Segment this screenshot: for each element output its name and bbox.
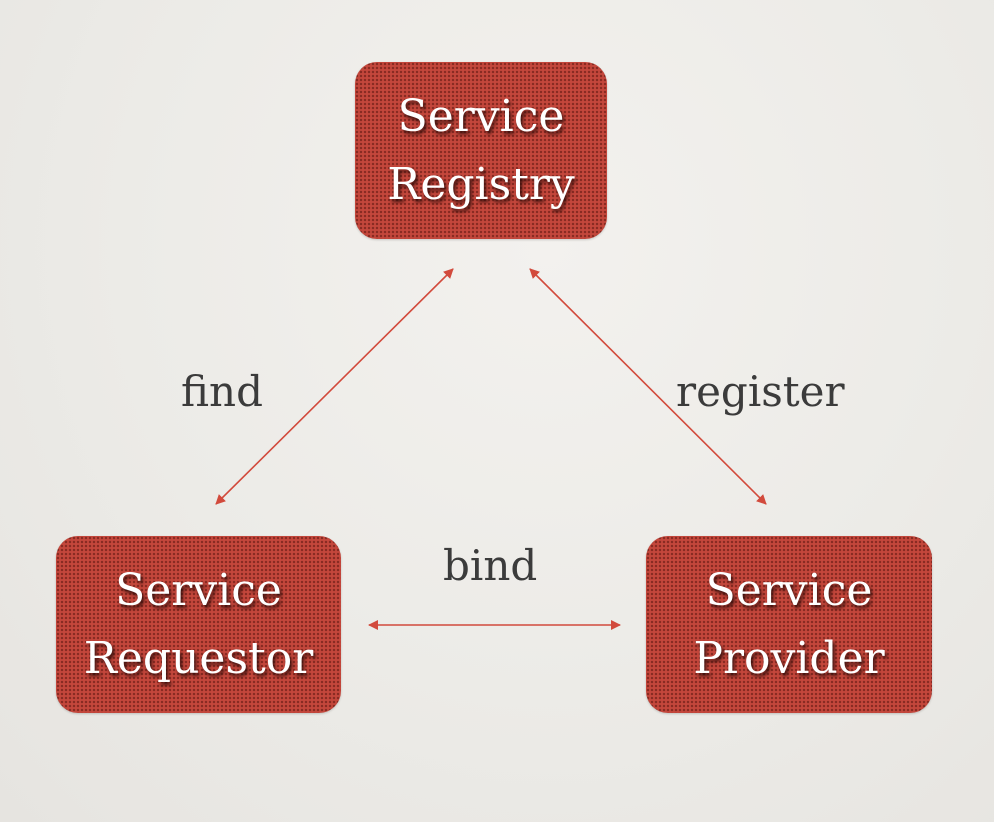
register-label: register	[676, 367, 845, 416]
bind-label: bind	[443, 541, 538, 590]
service-provider-line2: Provider	[693, 632, 885, 684]
find-arrow	[215, 268, 454, 505]
find-label: find	[181, 367, 263, 416]
service-registry-line2: Registry	[387, 158, 575, 210]
register-arrow	[529, 268, 767, 505]
service-registry-line1: Service	[397, 90, 565, 142]
service-provider-node: Service Provider	[646, 536, 932, 713]
service-registry-node: Service Registry	[355, 62, 607, 239]
service-provider-line1: Service	[705, 564, 873, 616]
service-requestor-line2: Requestor	[83, 632, 314, 684]
service-requestor-line1: Service	[115, 564, 282, 616]
service-requestor-node: Service Requestor	[56, 536, 341, 713]
